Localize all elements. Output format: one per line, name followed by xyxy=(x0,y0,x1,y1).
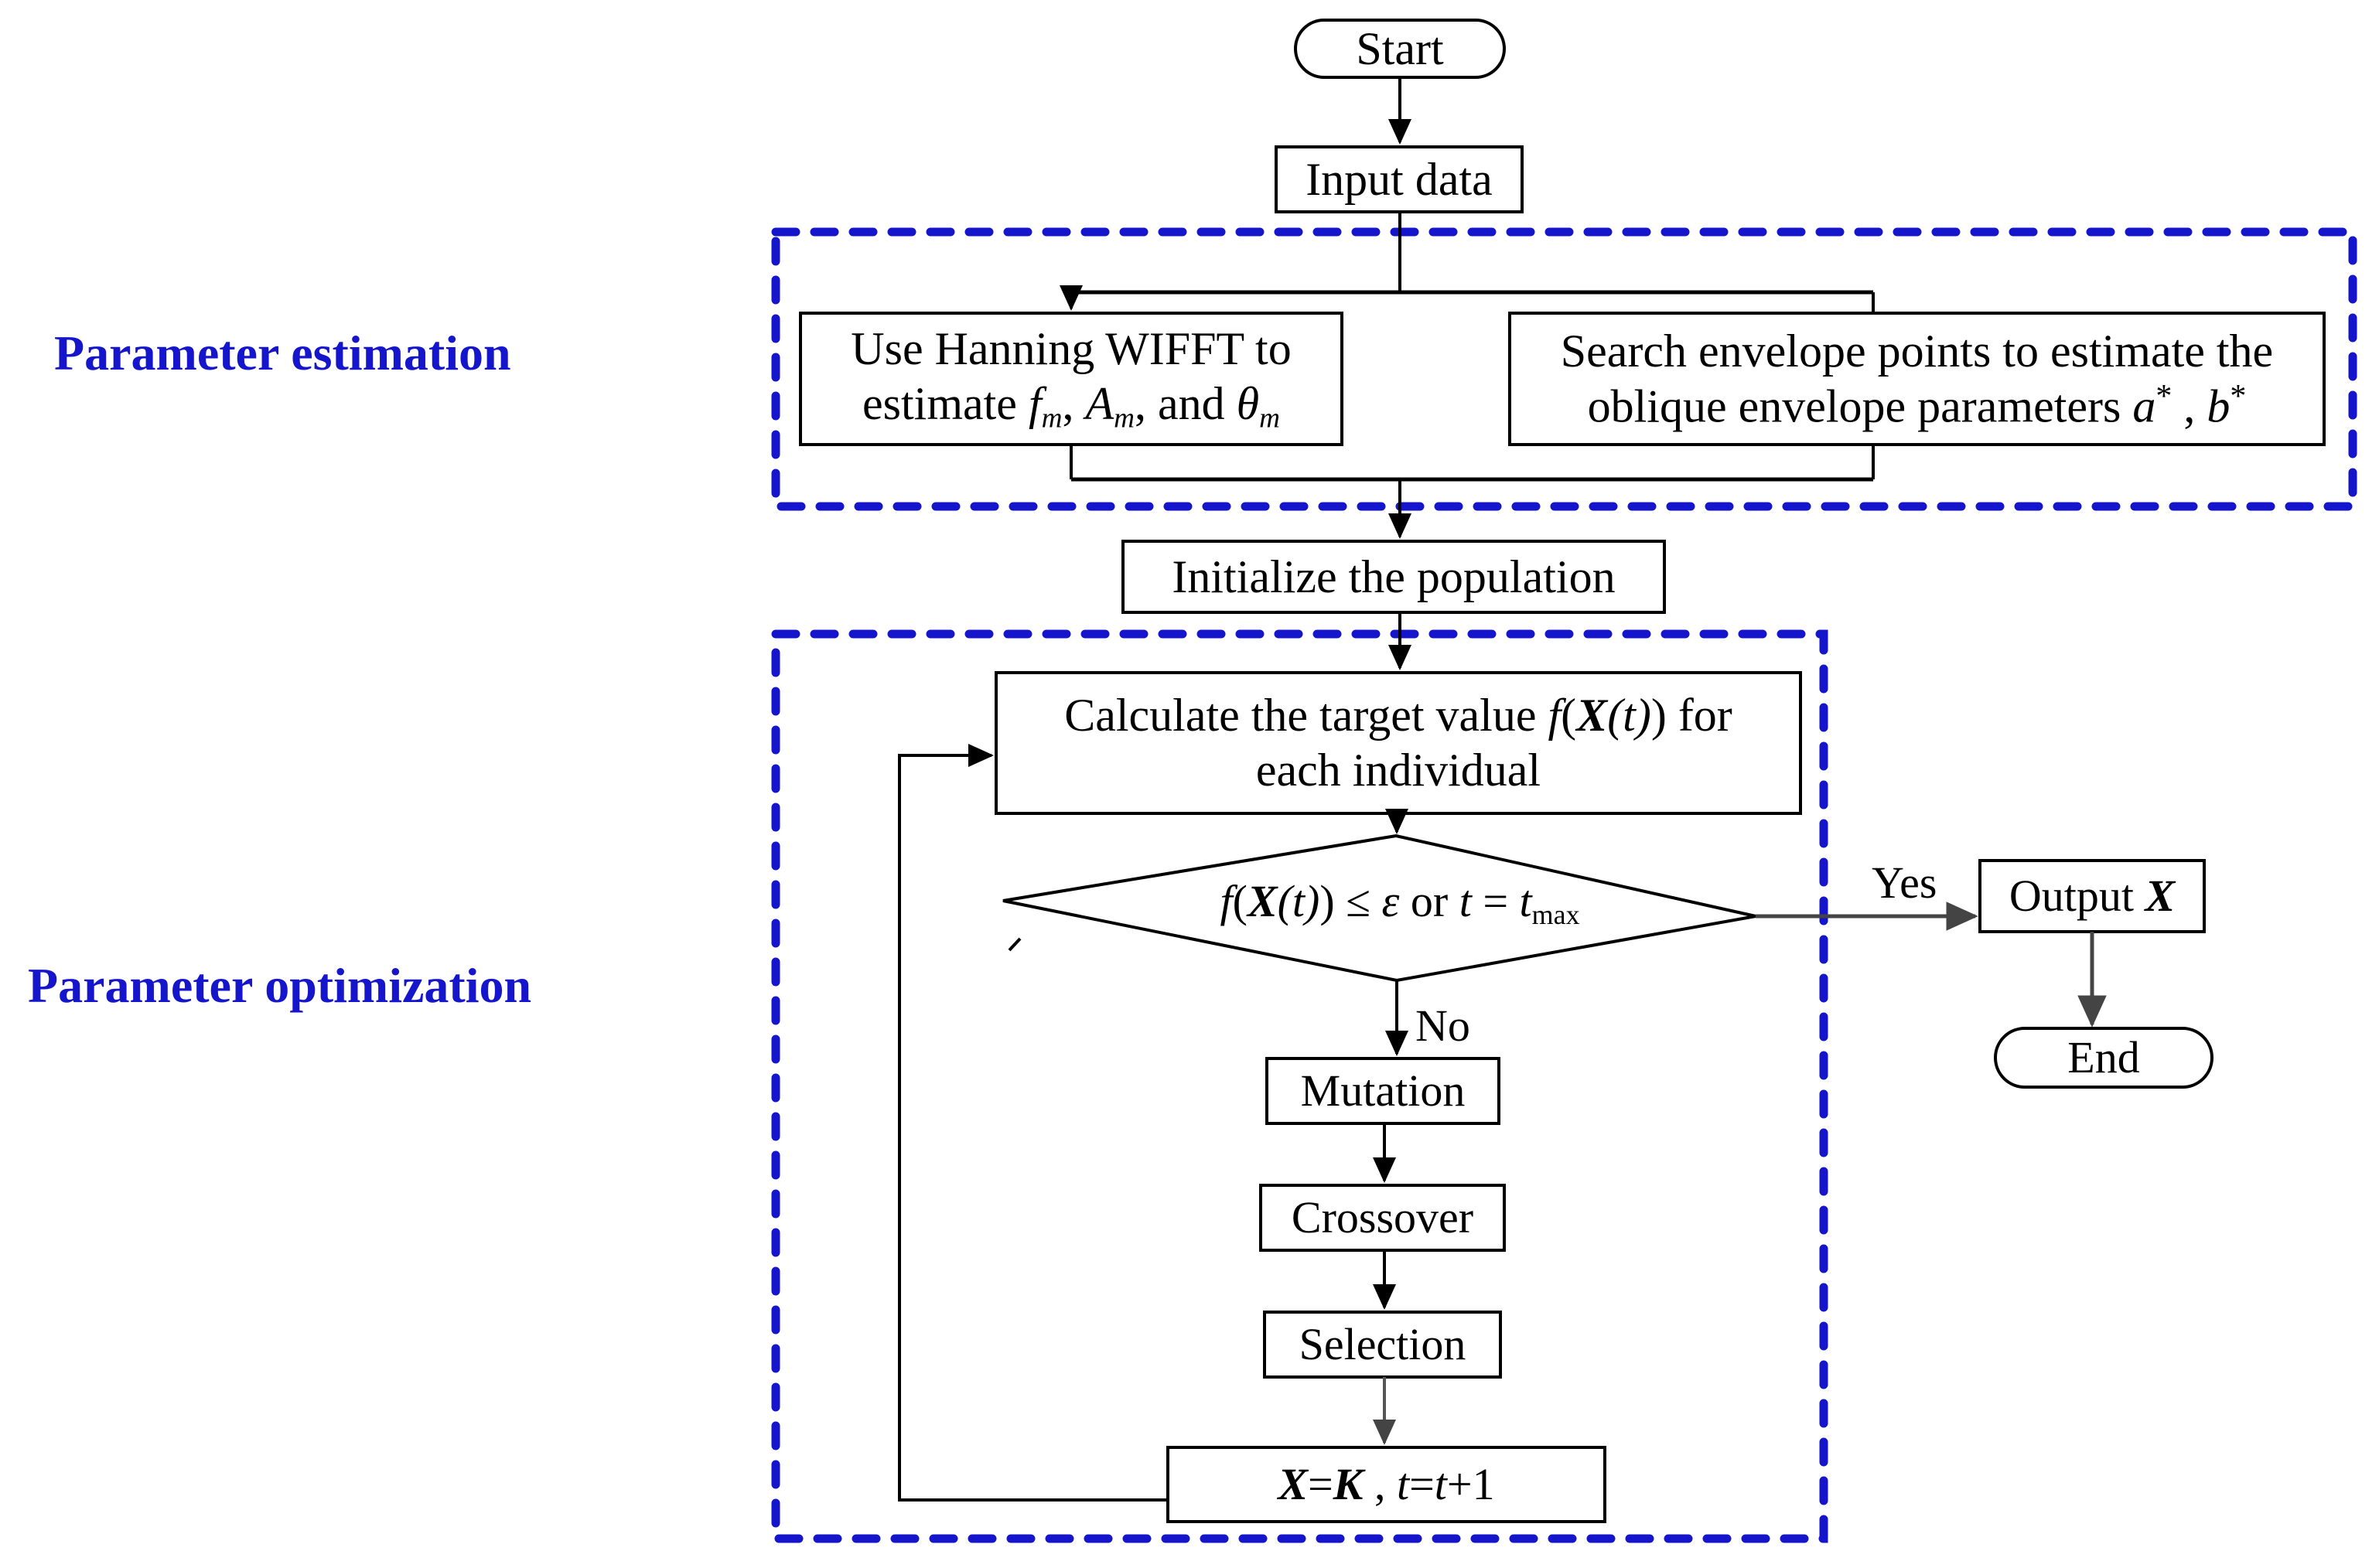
node-selection-shape xyxy=(1263,1311,1502,1379)
node-hanning-shape xyxy=(799,312,1343,446)
node-decision-shape xyxy=(1002,833,1756,983)
node-update-shape xyxy=(1166,1446,1606,1523)
edge-label-no: No xyxy=(1415,1000,1470,1051)
node-initialize-shape xyxy=(1121,540,1666,614)
section-box-parameter-optimization xyxy=(771,629,1828,1543)
edge-label-yes: Yes xyxy=(1872,857,1937,908)
edge-update-feedback-to-calculate xyxy=(898,744,1168,1502)
node-envelope-shape xyxy=(1508,312,2326,446)
node-calculate-shape xyxy=(995,671,1802,815)
stray-mark xyxy=(1008,937,1022,952)
section-label-parameter-estimation: Parameter estimation xyxy=(54,326,511,380)
node-output-shape xyxy=(1978,859,2206,933)
node-crossover-shape xyxy=(1259,1184,1506,1252)
node-input-data-shape xyxy=(1275,145,1524,213)
section-box-parameter-estimation xyxy=(771,227,2357,511)
node-end-shape xyxy=(1994,1027,2213,1089)
section-label-parameter-optimization: Parameter optimization xyxy=(28,958,532,1013)
node-start-shape xyxy=(1294,19,1506,79)
node-mutation-shape xyxy=(1265,1057,1500,1125)
